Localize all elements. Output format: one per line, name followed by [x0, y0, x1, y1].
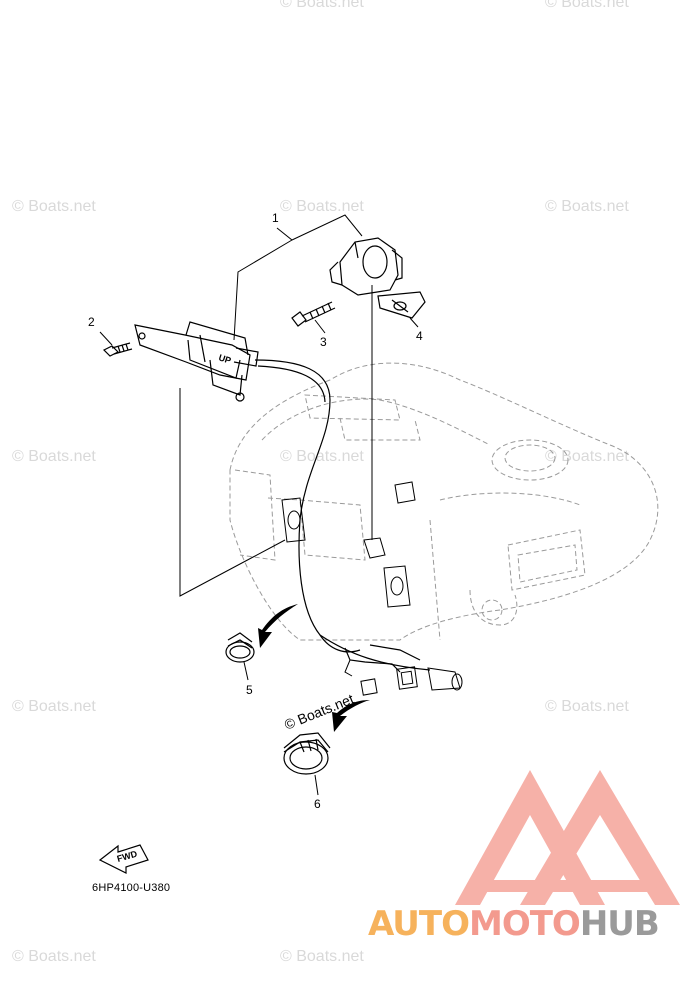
watermark: © Boats.net	[545, 0, 629, 11]
watermark: © Boats.net	[12, 198, 96, 215]
brand-logo-text: AUTOMOTOHUB	[368, 904, 660, 944]
watermark: © Boats.net	[12, 948, 96, 965]
watermark: © Boats.net	[280, 948, 364, 965]
up-label: UP	[217, 352, 232, 365]
callout-6: 6	[314, 797, 321, 811]
harness-connectors	[344, 659, 463, 696]
assembly-arrows	[258, 604, 370, 732]
watermark: © Boats.net	[12, 698, 96, 715]
engine-block-outline	[229, 362, 659, 641]
holder-part-1-top	[329, 237, 403, 296]
brand-part-hub: HUB	[579, 904, 660, 944]
logo-mark	[455, 770, 680, 905]
wiring-harness	[254, 359, 431, 673]
leader-lines	[99, 214, 419, 796]
watermark: © Boats.net	[12, 448, 96, 465]
fwd-arrow-icon	[98, 844, 149, 874]
clip-part-5	[225, 632, 255, 663]
watermark: © Boats.net	[280, 448, 364, 465]
band-part-6	[283, 732, 331, 775]
callout-4: 4	[416, 329, 423, 343]
callout-2: 2	[88, 315, 95, 329]
watermark: © Boats.net	[545, 448, 629, 465]
cover-part-4	[377, 291, 426, 319]
watermark: © Boats.net	[280, 198, 364, 215]
engine-mount-brackets	[281, 481, 416, 608]
fwd-label: FWD	[116, 849, 139, 864]
bracket-part-1	[134, 321, 259, 402]
watermark: © Boats.net	[545, 698, 629, 715]
callout-1: 1	[272, 211, 279, 225]
callout-5: 5	[246, 683, 253, 697]
brand-part-auto: AUTO	[368, 904, 470, 944]
bolt-part-2	[102, 342, 133, 357]
callout-3: 3	[320, 335, 327, 349]
bolt-part-3	[291, 301, 336, 327]
watermark: © Boats.net	[280, 0, 364, 11]
watermark: © Boats.net	[545, 198, 629, 215]
part-code: 6HP4100-U380	[92, 882, 171, 894]
brand-part-moto: MOTO	[468, 904, 581, 944]
